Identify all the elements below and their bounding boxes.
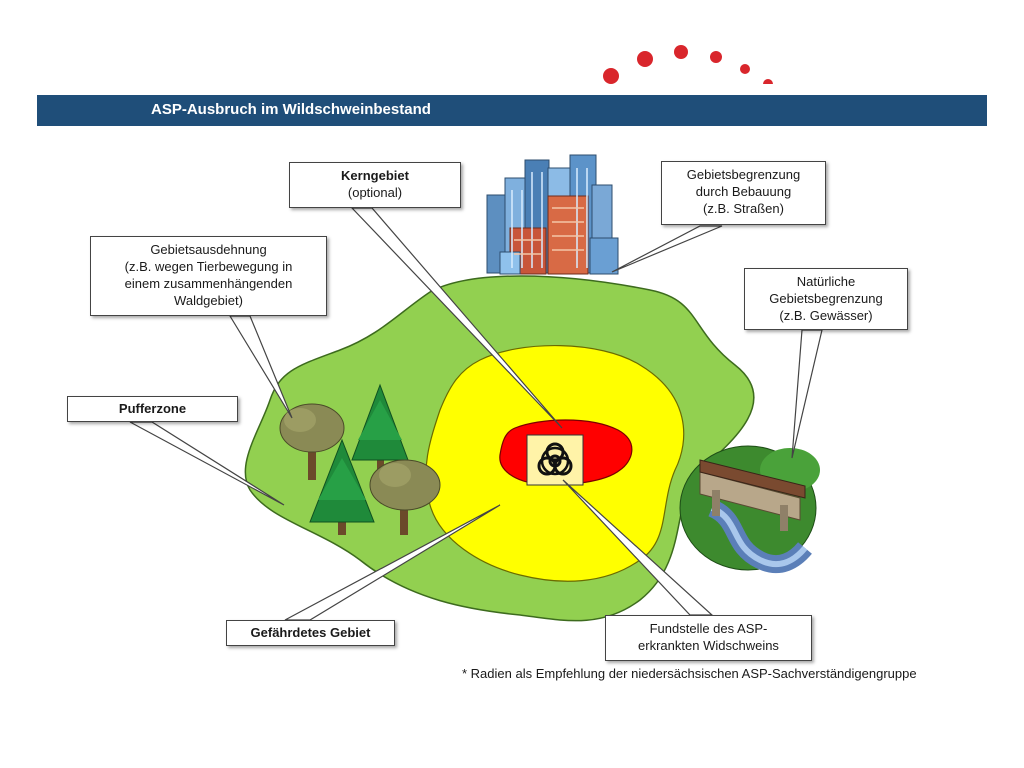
kerngebiet-subtitle: (optional) bbox=[347, 185, 403, 200]
gefaehrdet-label: Gefährdetes Gebiet bbox=[250, 625, 371, 640]
biohazard-icon bbox=[526, 434, 584, 486]
bebauung-line3: (z.B. Straßen) bbox=[703, 201, 784, 216]
bebauung-line1: Gebietsbegrenzung bbox=[686, 167, 801, 182]
callout-bebauung: Gebietsbegrenzung durch Bebauung (z.B. S… bbox=[661, 161, 826, 225]
natuerlich-line1: Natürliche bbox=[796, 274, 856, 289]
callout-ausdehnung: Gebietsausdehnung (z.B. wegen Tierbewegu… bbox=[90, 236, 327, 316]
pufferzone-label: Pufferzone bbox=[118, 401, 187, 416]
ausdehnung-line1: Gebietsausdehnung bbox=[150, 242, 267, 257]
title-bar: ASP-Ausbruch im Wildschweinbestand bbox=[37, 95, 987, 126]
river-bridge-icon bbox=[679, 445, 820, 574]
ausdehnung-line4: Waldgebiet) bbox=[174, 293, 243, 308]
logo-dots-icon bbox=[603, 45, 773, 84]
callout-fundstelle: Fundstelle des ASP- erkrankten Widschwei… bbox=[605, 615, 812, 661]
page-title: ASP-Ausbruch im Wildschweinbestand bbox=[151, 101, 431, 118]
footnote: * Radien als Empfehlung der niedersächsi… bbox=[462, 666, 917, 681]
ausdehnung-line3: einem zusammenhängenden bbox=[124, 276, 293, 291]
callout-gefaehrdet: Gefährdetes Gebiet bbox=[226, 620, 395, 646]
forest-trees-icon bbox=[279, 383, 441, 535]
bebauung-line2: durch Bebauung bbox=[695, 184, 792, 199]
ausdehnung-line2: (z.B. wegen Tierbewegung in bbox=[124, 259, 293, 274]
fundstelle-line1: Fundstelle des ASP- bbox=[649, 621, 768, 636]
natuerlich-line2: Gebietsbegrenzung bbox=[769, 291, 883, 306]
callout-kerngebiet: Kerngebiet (optional) bbox=[289, 162, 461, 208]
kerngebiet-label: Kerngebiet bbox=[341, 168, 409, 183]
fundstelle-line2: erkrankten Widschweins bbox=[638, 638, 779, 653]
natuerlich-line3: (z.B. Gewässer) bbox=[779, 308, 873, 323]
callout-natuerlich: Natürliche Gebietsbegrenzung (z.B. Gewäs… bbox=[744, 268, 908, 330]
city-buildings-icon bbox=[486, 154, 619, 275]
callout-pufferzone: Pufferzone bbox=[67, 396, 238, 422]
